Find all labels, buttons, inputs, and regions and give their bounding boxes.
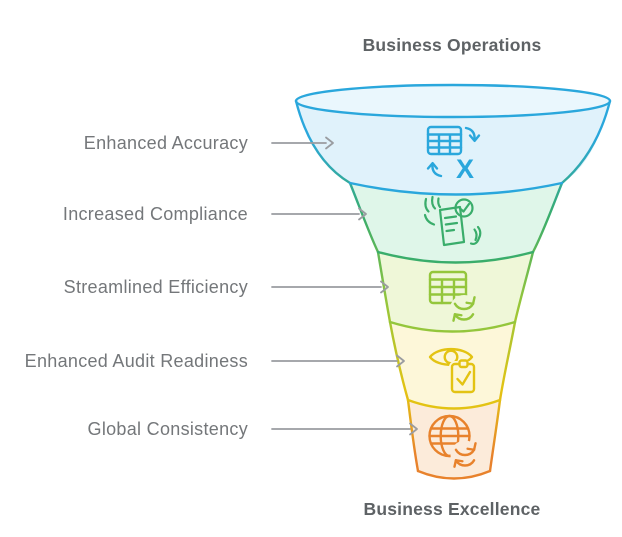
funnel-left-edge <box>294 99 420 473</box>
connector-arrow-3 <box>271 280 389 294</box>
eye-clipboard-check-icon <box>428 347 477 395</box>
stage-label-streamlined-efficiency: Streamlined Efficiency <box>63 277 248 297</box>
funnel-stage-3 <box>378 252 533 332</box>
funnel-boundary-2 <box>376 250 535 264</box>
stage-label-enhanced-audit-readiness: Enhanced Audit Readiness <box>24 351 248 371</box>
stage-label-global-consistency: Global Consistency <box>87 419 248 439</box>
funnel-bottom-arc <box>416 469 492 480</box>
funnel-right-edge <box>488 99 612 473</box>
funnel-boundary-1 <box>348 181 564 196</box>
document-check-hands-icon <box>423 195 482 247</box>
funnel-boundary-3 <box>388 320 517 333</box>
connector-arrow-5 <box>271 422 418 436</box>
connector-arrow-4 <box>271 354 405 368</box>
funnel-top-opening <box>294 83 612 119</box>
connector-arrow-2 <box>271 207 367 221</box>
table-sync-icon <box>428 270 478 323</box>
stage-label-increased-compliance: Increased Compliance <box>62 204 248 224</box>
connector-arrow-1 <box>271 136 334 150</box>
svg-text:X: X <box>456 154 474 184</box>
spreadsheet-convert-icon: X <box>426 125 481 184</box>
globe-sync-icon <box>428 414 480 470</box>
connector-arrows <box>271 136 418 436</box>
funnel-boundary-4 <box>406 398 502 410</box>
funnel-bottom-title: Business Excellence <box>363 499 541 519</box>
stage-label-enhanced-accuracy: Enhanced Accuracy <box>83 133 248 153</box>
funnel-top-title: Business Operations <box>362 35 542 55</box>
